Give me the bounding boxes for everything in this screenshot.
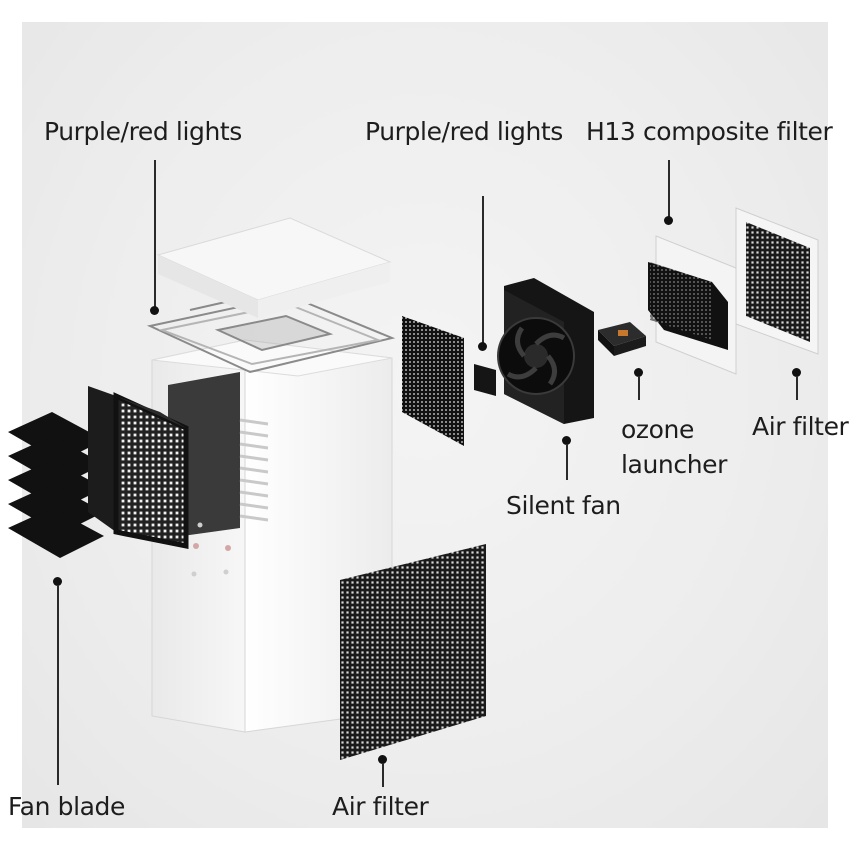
top-lid [156, 217, 392, 318]
air-filter-right-panel [735, 207, 819, 355]
leader-dot-fan-blade [53, 577, 62, 586]
silent-fan [497, 278, 594, 424]
label-lights-left: Purple/red lights [44, 117, 242, 146]
label-ozone-launcher: ozone launcher [621, 415, 728, 479]
leader-fan-blade [57, 585, 59, 785]
leader-lights-right [482, 196, 484, 346]
label-silent-fan: Silent fan [506, 491, 621, 520]
leader-dot-air-filter-bottom [378, 755, 387, 764]
leader-air-filter-right [796, 376, 798, 400]
uv-lamp-module [474, 364, 496, 396]
fan-blade-grille [8, 412, 104, 558]
h13-composite-filter [648, 235, 737, 375]
air-filter-bottom-panel [340, 544, 486, 760]
label-fan-blade: Fan blade [8, 792, 125, 821]
leader-dot-h13-filter [664, 216, 673, 225]
leader-h13-filter [668, 160, 670, 218]
leader-silent-fan [566, 444, 568, 480]
ozone-launcher [598, 322, 646, 356]
leader-ozone [638, 376, 640, 400]
leader-dot-lights-left [150, 306, 159, 315]
leader-air-filter-bottom [382, 763, 384, 787]
carbon-mesh [402, 316, 464, 446]
leader-dot-lights-right [478, 342, 487, 351]
label-lights-right: Purple/red lights [365, 117, 563, 146]
label-h13-filter: H13 composite filter [586, 117, 833, 146]
purifier-body [151, 339, 393, 733]
label-air-filter-right: Air filter [752, 412, 849, 441]
pre-filter-cartridge [88, 386, 189, 550]
leader-dot-air-filter-right [792, 368, 801, 377]
leader-dot-silent-fan [562, 436, 571, 445]
leader-lights-left [154, 160, 156, 310]
leader-dot-ozone [634, 368, 643, 377]
label-air-filter-bottom: Air filter [332, 792, 429, 821]
